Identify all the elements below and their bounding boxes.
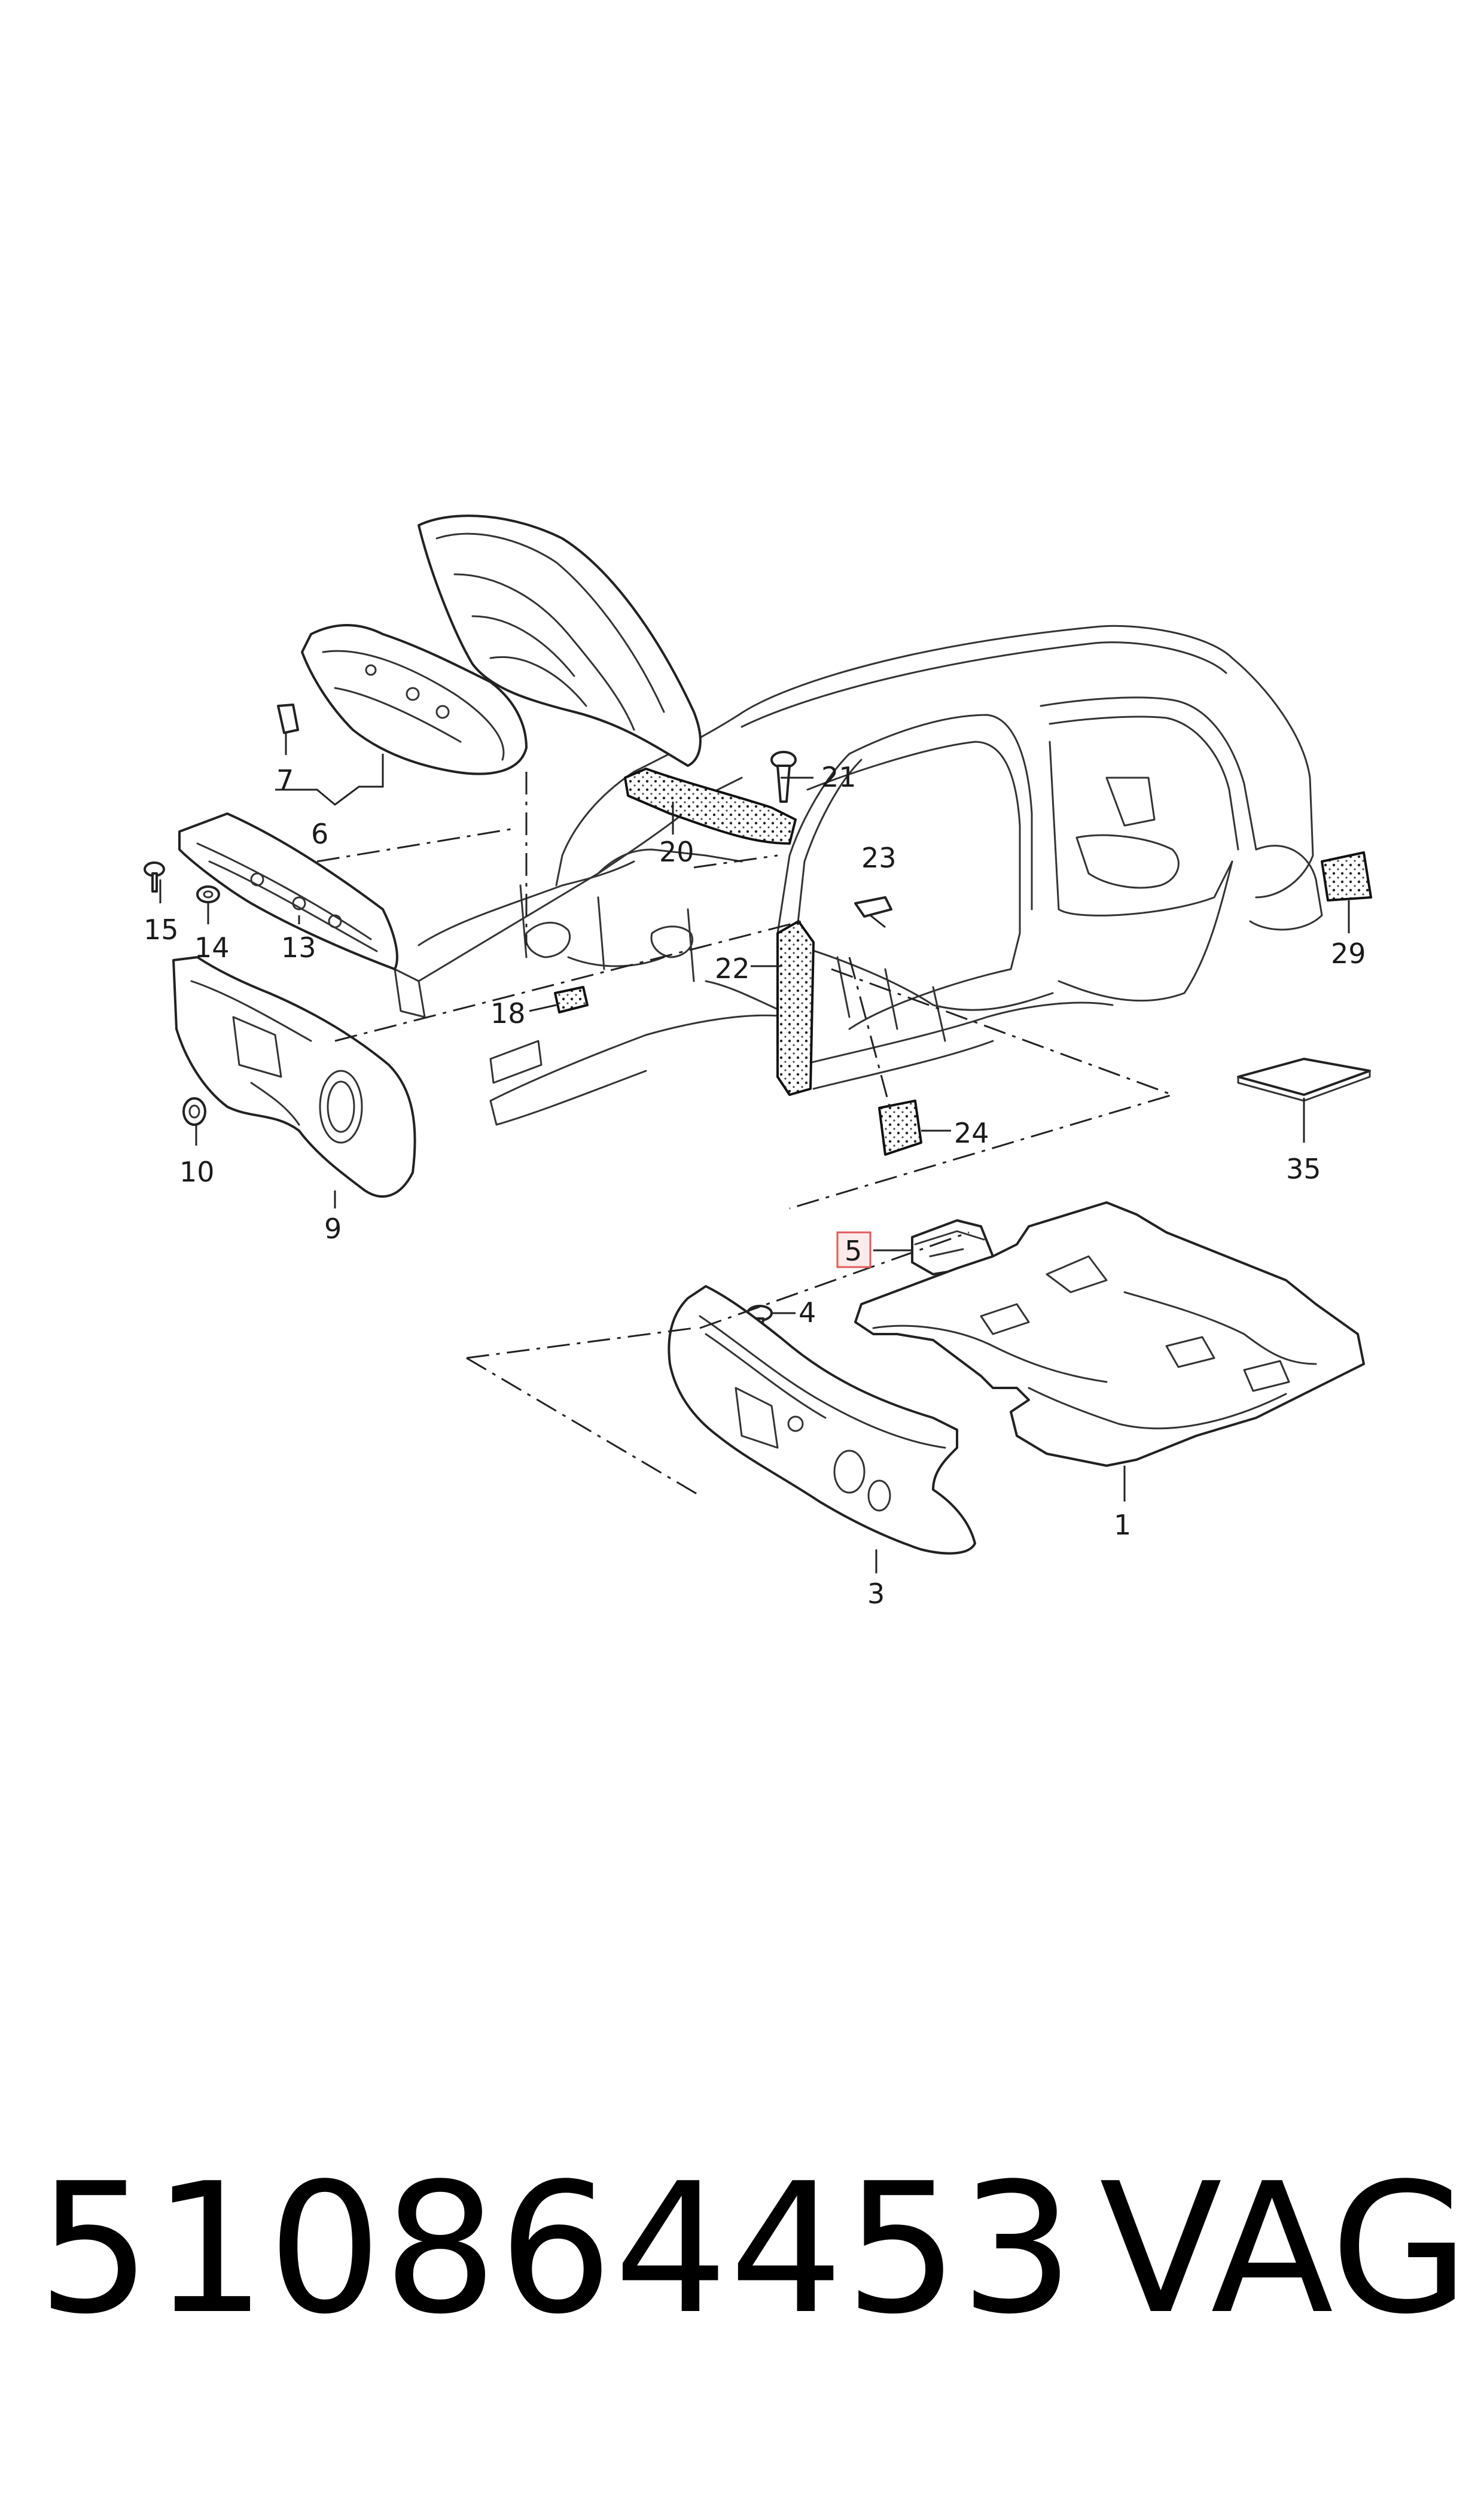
callout-22: 22 xyxy=(715,952,750,985)
foam-block-part-23 xyxy=(854,896,892,918)
part-number: 510864453 xyxy=(37,2145,1075,2353)
a-pillar-felt-part-22 xyxy=(776,920,815,1096)
callout-6: 6 xyxy=(311,818,328,850)
leader-lines xyxy=(159,733,1350,1573)
bulkhead-insulation-part-3 xyxy=(668,1285,976,1555)
rear-felt-part-29 xyxy=(1321,851,1372,902)
callout-5: 5 xyxy=(845,1235,862,1267)
callout-13: 13 xyxy=(281,931,316,964)
screw-part-15 xyxy=(144,861,165,893)
callout-29: 29 xyxy=(1331,937,1366,970)
callout-5-highlight xyxy=(836,1231,871,1268)
clip-part-10 xyxy=(182,1097,206,1126)
callout-4: 4 xyxy=(799,1296,816,1329)
foam-block-part-18 xyxy=(554,986,589,1013)
callout-7: 7 xyxy=(276,764,294,796)
callout-labels: 1 3 4 5 6 7 9 10 13 14 15 18 20 21 22 23… xyxy=(144,761,1366,1610)
hood-insulation-part-6 xyxy=(301,624,528,775)
foam-block-part-24 xyxy=(878,1100,922,1156)
callout-9: 9 xyxy=(324,1213,342,1245)
hood-clip-part-7 xyxy=(277,704,299,734)
engine-bay-insulation-part-9 xyxy=(172,956,416,1198)
callout-23: 23 xyxy=(861,842,897,874)
callout-18: 18 xyxy=(490,997,526,1030)
clip-part-21 xyxy=(770,751,797,803)
callout-20: 20 xyxy=(659,836,694,868)
callout-35: 35 xyxy=(1286,1153,1321,1185)
callout-21: 21 xyxy=(821,761,857,793)
callout-10: 10 xyxy=(179,1156,215,1188)
hood xyxy=(418,514,702,767)
scuttle-felt-part-20 xyxy=(624,768,797,845)
brand-name: VAG xyxy=(1099,2145,1470,2353)
mat-part-35 xyxy=(1237,1058,1371,1102)
callout-15: 15 xyxy=(144,914,179,946)
callout-14: 14 xyxy=(194,931,230,964)
car-body-shell xyxy=(394,625,1323,1126)
washer-part-14 xyxy=(196,885,220,903)
front-panel-part-13 xyxy=(178,812,398,970)
callout-3: 3 xyxy=(867,1578,885,1610)
callout-1: 1 xyxy=(1114,1509,1131,1541)
dashed-grouping-lines xyxy=(316,772,1175,1497)
callout-24: 24 xyxy=(954,1117,989,1149)
floor-insulation-part-1 xyxy=(854,1201,1365,1467)
